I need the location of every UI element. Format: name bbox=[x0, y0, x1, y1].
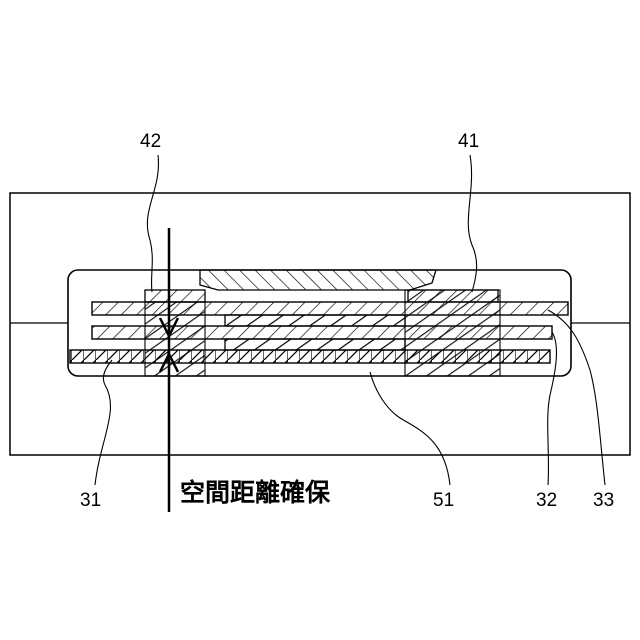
spacer-right bbox=[405, 290, 500, 376]
insulator-51-upper bbox=[225, 315, 405, 326]
insulator-51-lower bbox=[225, 339, 405, 350]
top-cover-block bbox=[200, 270, 436, 290]
label-42: 42 bbox=[140, 131, 161, 152]
label-32: 32 bbox=[536, 490, 557, 511]
label-51: 51 bbox=[433, 490, 454, 511]
label-33: 33 bbox=[593, 490, 614, 511]
label-31: 31 bbox=[80, 490, 101, 511]
terminal-42 bbox=[145, 290, 205, 302]
label-41: 41 bbox=[458, 131, 479, 152]
clearance-caption: 空間距離確保 bbox=[180, 478, 331, 507]
